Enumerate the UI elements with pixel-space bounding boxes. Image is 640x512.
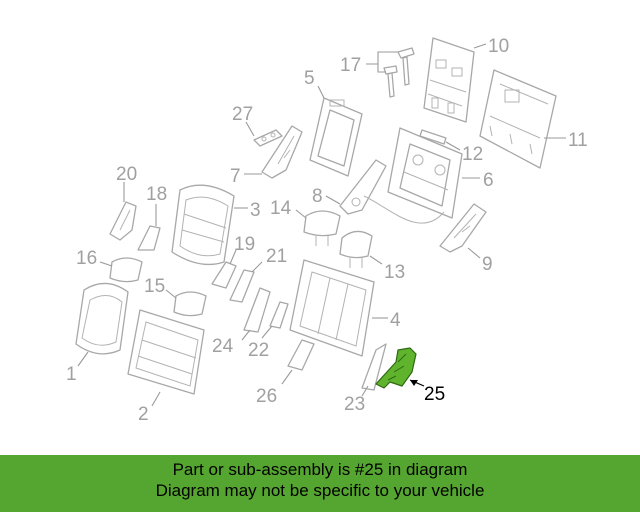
callout-19: 19 [234, 234, 255, 255]
part-17-bolts [383, 47, 415, 98]
leader-25-arrowhead [410, 380, 418, 386]
part-15-headrest [173, 291, 207, 317]
part-24-trim [243, 287, 271, 333]
callout-1: 1 [66, 364, 77, 385]
leader-10 [473, 43, 487, 49]
info-banner: Part or sub-assembly is #25 in diagram D… [0, 455, 640, 512]
part-22-trim [269, 301, 289, 329]
part-11-rear-panel [479, 69, 557, 169]
callout-15: 15 [144, 276, 165, 297]
part-16-headrest [109, 257, 143, 283]
leader-23 [361, 385, 369, 397]
callout-23: 23 [344, 394, 365, 415]
part-3-seatback-cushion [171, 184, 235, 266]
part-27-bracket [253, 129, 283, 147]
parts-diagram: 10 17 11 5 27 7 12 [66, 36, 588, 425]
callout-17: 17 [340, 55, 361, 76]
callout-9: 9 [482, 254, 493, 275]
leader-26 [281, 369, 293, 385]
callout-24: 24 [212, 336, 234, 357]
callout-27: 27 [232, 104, 253, 125]
part-7-hinge [261, 125, 303, 179]
leader-14 [295, 209, 307, 219]
part-6-seat-frame [387, 127, 463, 219]
callout-10: 10 [488, 36, 509, 57]
part-12-clip [419, 129, 447, 145]
leader-1 [77, 351, 89, 367]
leader-16 [99, 261, 113, 267]
banner-line-disclaimer: Diagram may not be specific to your vehi… [155, 481, 485, 500]
part-23-trim [361, 343, 387, 391]
part-18-trim [137, 225, 161, 251]
callout-22: 22 [248, 340, 269, 361]
part-5-seatback-frame [309, 97, 363, 177]
part-25-trim-panel-highlighted [375, 347, 417, 389]
leader-24 [241, 329, 251, 341]
leader-9 [467, 247, 481, 259]
part-1-seat-cushion [75, 282, 129, 355]
leader-22 [261, 325, 273, 339]
callout-6: 6 [483, 170, 494, 191]
part-10-rear-panel [423, 37, 475, 123]
part-21-trim [229, 269, 255, 303]
leader-2 [151, 391, 161, 407]
banner-line-part: Part or sub-assembly is #25 in diagram [172, 460, 468, 479]
callout-18: 18 [146, 184, 167, 205]
callout-2: 2 [138, 404, 149, 425]
callout-26: 26 [256, 386, 277, 407]
callout-5: 5 [304, 68, 315, 89]
part-8-recliner-cable [339, 159, 445, 224]
callout-21: 21 [266, 246, 287, 267]
leader-21 [251, 261, 263, 273]
part-4-rear-seatback [289, 259, 375, 357]
leader-5 [317, 85, 325, 99]
leader-12 [445, 141, 461, 151]
part-14-headrest [303, 210, 341, 246]
leader-8 [325, 195, 341, 205]
part-26-trim [287, 339, 315, 371]
part-19-trim [211, 261, 237, 289]
leader-13 [369, 255, 383, 265]
callout-4: 4 [390, 310, 401, 331]
callout-7: 7 [230, 166, 241, 187]
leader-15 [165, 289, 177, 299]
callout-3: 3 [250, 200, 261, 221]
callout-14: 14 [270, 198, 292, 219]
callout-20: 20 [116, 164, 137, 185]
callout-16: 16 [76, 248, 97, 269]
callout-12: 12 [462, 144, 483, 165]
part-2-seat-bottom [127, 309, 205, 395]
part-9-hinge [439, 203, 487, 253]
callout-13: 13 [384, 262, 405, 283]
callout-8: 8 [312, 186, 323, 207]
callout-11: 11 [568, 130, 588, 151]
leader-17 [366, 51, 398, 73]
part-13-headrest [339, 230, 373, 268]
leader-19 [229, 249, 237, 265]
callout-25: 25 [424, 384, 445, 405]
part-20-trim [109, 201, 137, 241]
leader-27 [245, 121, 255, 137]
